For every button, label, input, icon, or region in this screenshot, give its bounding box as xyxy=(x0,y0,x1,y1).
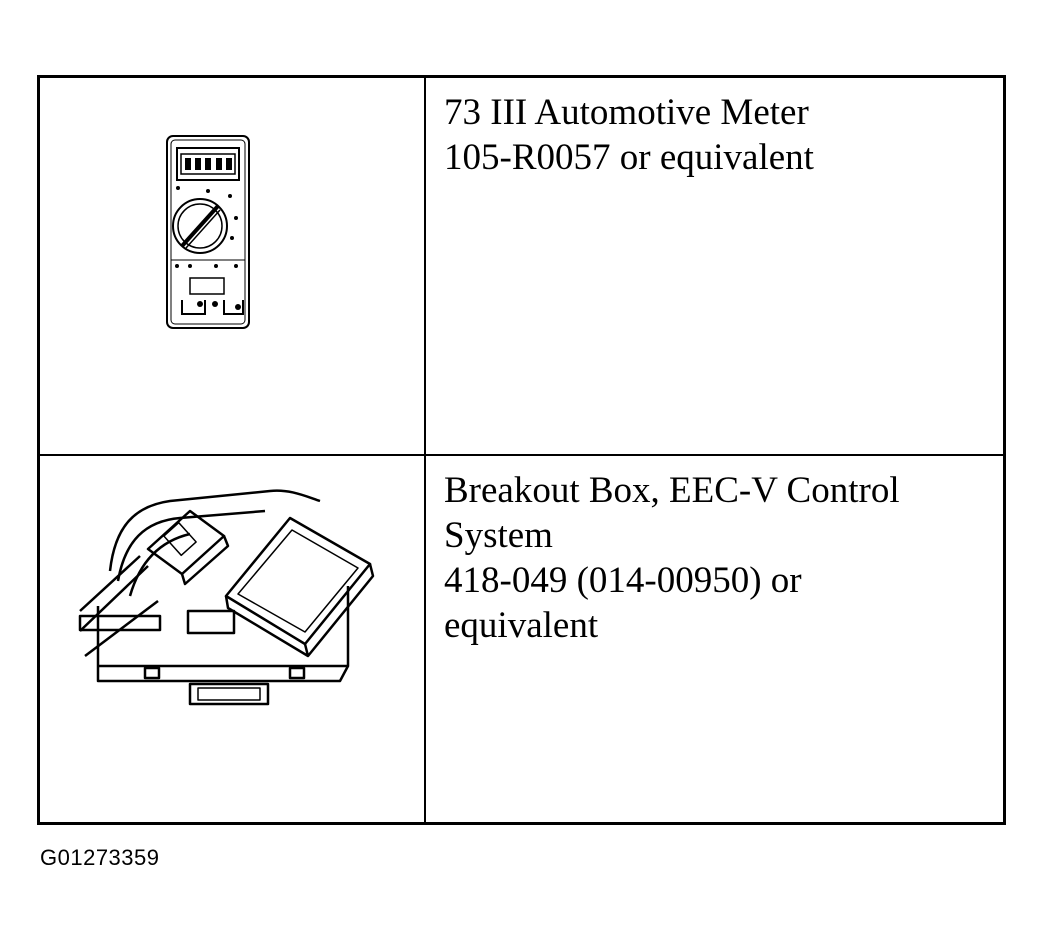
tool-image-cell xyxy=(40,456,424,822)
tool-name-line-2: System xyxy=(444,515,553,556)
tool-part-number: 105-R0057 or equivalent xyxy=(444,137,814,178)
column-divider xyxy=(424,78,426,822)
multimeter-icon xyxy=(166,135,250,329)
breakout-box-icon xyxy=(78,489,375,706)
tool-description: Breakout Box, EEC-V Control System 418-0… xyxy=(444,468,984,648)
tool-row-meter: 73 III Automotive Meter 105-R0057 or equ… xyxy=(40,78,1003,454)
tool-image-cell xyxy=(40,78,424,454)
tool-name-line-1: Breakout Box, EEC-V Control xyxy=(444,470,900,511)
tool-row-breakout-box: Breakout Box, EEC-V Control System 418-0… xyxy=(40,454,1003,822)
tool-equivalent-note: equivalent xyxy=(444,605,599,646)
figure-id: G01273359 xyxy=(40,845,160,870)
tool-part-number: 418-049 (014-00950) or xyxy=(444,560,802,601)
tool-name: 73 III Automotive Meter xyxy=(444,92,809,133)
tool-description: 73 III Automotive Meter 105-R0057 or equ… xyxy=(444,90,984,180)
tool-table: 73 III Automotive Meter 105-R0057 or equ… xyxy=(37,75,1006,825)
